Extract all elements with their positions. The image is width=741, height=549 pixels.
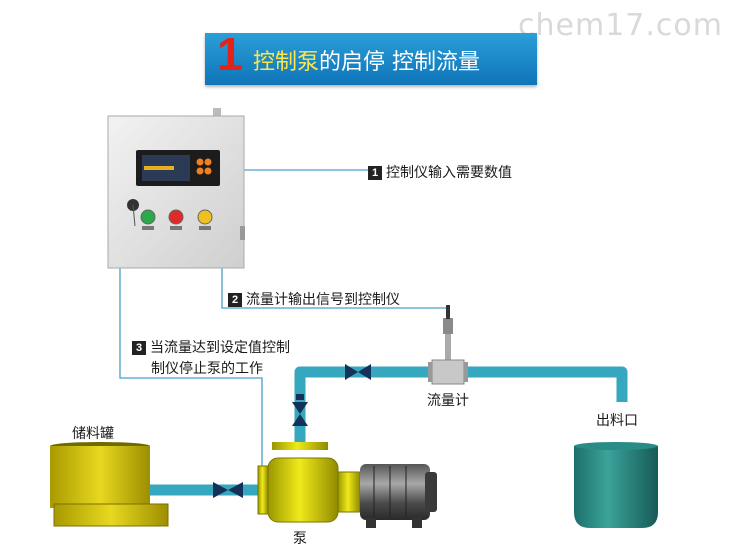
- yellow-button: [197, 209, 213, 225]
- storage-tank: [50, 442, 169, 527]
- watermark: chem17.com: [518, 8, 723, 43]
- flowmeter-device: [428, 305, 468, 385]
- tank-label: 储料罐: [72, 426, 114, 442]
- callout-2: 2 流量计输出信号到控制仪: [228, 289, 400, 309]
- wire-panel-to-pump: [119, 268, 263, 468]
- valve-tank-pipe: [213, 482, 243, 498]
- callout-3-line2: 制仪停止泵的工作: [151, 361, 263, 377]
- callout-3-line1: 当流量达到设定值控制: [150, 340, 290, 356]
- valve-discharge-pipe: [345, 364, 371, 380]
- title-number: 1: [217, 28, 243, 80]
- callout-2-text: 流量计输出信号到控制仪: [246, 292, 400, 308]
- outlet-label: 出料口: [596, 413, 638, 429]
- title-text: 控制泵的启停 控制流量: [253, 44, 480, 76]
- red-button: [168, 209, 184, 225]
- flowmeter-label: 流量计: [427, 393, 469, 409]
- pump-label: 泵: [293, 531, 307, 547]
- control-cabinet: [107, 108, 245, 269]
- valve-pump-outlet: [292, 394, 308, 426]
- outlet-tank: [574, 442, 658, 528]
- callout-1-text: 控制仪输入需要数值: [386, 165, 512, 181]
- green-button: [140, 209, 156, 225]
- title-highlight: 控制泵: [253, 50, 320, 75]
- title-banner: 1 控制泵的启停 控制流量: [205, 28, 537, 85]
- callout-3-badge: 3: [132, 341, 146, 355]
- pump-device: [257, 442, 437, 528]
- callout-1: 1 控制仪输入需要数值: [368, 162, 512, 182]
- callout-2-badge: 2: [228, 293, 242, 307]
- title-rest: 的启停 控制流量: [319, 50, 481, 75]
- callout-3: 3 当流量达到设定值控制: [132, 337, 290, 357]
- callout-1-badge: 1: [368, 166, 382, 180]
